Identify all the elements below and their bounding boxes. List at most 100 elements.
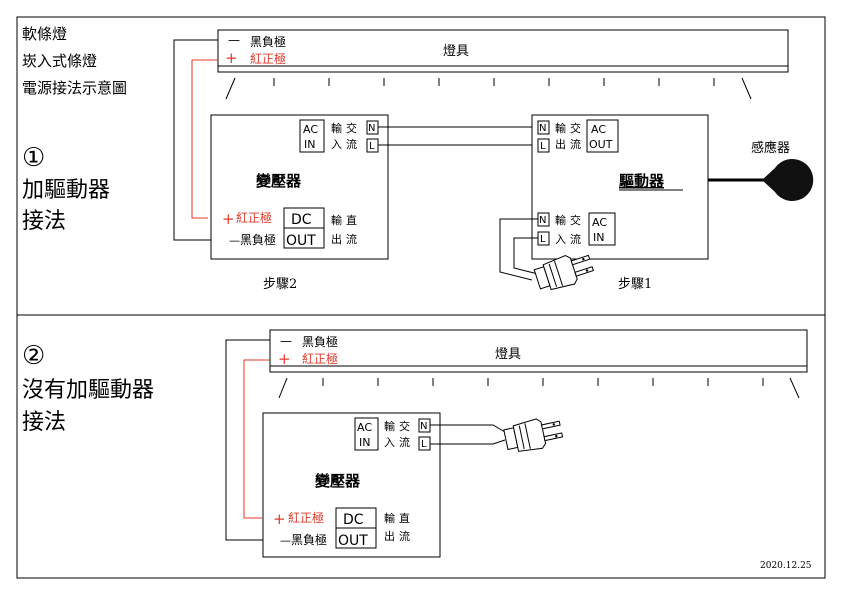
t2-ru: 入: [384, 436, 395, 449]
d-l-top: L: [540, 141, 546, 152]
t2-ac: AC: [357, 421, 372, 434]
section1-line-1: 加驅動器: [22, 178, 110, 203]
plug-wire-n-2: [430, 424, 506, 433]
t1-minus: —: [229, 234, 240, 247]
lamp-strip-2: [269, 329, 808, 399]
t1-jiao: 交: [346, 121, 357, 135]
t2-minus: —: [280, 534, 291, 547]
d-shu2: 輸: [555, 213, 566, 227]
plug-icon-2: [503, 418, 564, 452]
lamp2-pos-label: 紅正極: [302, 351, 338, 366]
d-jiao2: 交: [570, 213, 581, 227]
lamp1-neg-label: 黑負極: [250, 34, 286, 49]
step1-label: 步驟1: [618, 277, 652, 292]
section2-number: ②: [22, 341, 45, 371]
t2-l: L: [421, 439, 427, 450]
t1-liu: 流: [346, 137, 357, 151]
driver-label: 驅動器: [619, 172, 665, 190]
d-in: IN: [593, 231, 604, 244]
title-line-3: 電源接法示意圖: [22, 79, 127, 97]
title-line-1: 軟條燈: [22, 25, 67, 43]
d-n-bottom: N: [539, 215, 546, 226]
t2-shu2: 輸: [384, 511, 395, 525]
section2-line-2: 接法: [22, 410, 66, 435]
lamp1-pos-label: 紅正極: [250, 51, 286, 66]
step2-label: 步驟2: [263, 277, 297, 292]
pos-wire-2: [243, 359, 270, 519]
d-out: OUT: [589, 138, 613, 151]
neg-wire-2: [225, 339, 278, 541]
lamp-strip-1: [217, 29, 789, 100]
lamp1-minus: —: [228, 33, 240, 47]
section2-line-1: 沒有加驅動器: [22, 378, 154, 403]
t1-in: IN: [304, 138, 315, 151]
section1-number: ①: [22, 143, 45, 173]
d-ac2: AC: [592, 216, 607, 229]
d-out-l-terminal: [537, 138, 550, 153]
t2-in: IN: [359, 436, 370, 449]
transformer-1-label: 變壓器: [255, 172, 302, 190]
transformer-2: [262, 412, 441, 558]
lamp2-neg-label: 黑負極: [302, 334, 338, 349]
plug-icon-1: [533, 254, 594, 291]
pos-wire-1: [191, 59, 218, 219]
t2-zhi: 直: [399, 511, 410, 525]
t1-ac: AC: [303, 123, 318, 136]
t2-out: OUT: [338, 533, 368, 549]
t2-shu: 輸: [384, 419, 395, 433]
t1-zhi: 直: [346, 213, 357, 227]
sensor-label: 感應器: [751, 140, 790, 156]
d-shu: 輸: [555, 121, 566, 135]
d-jiao: 交: [570, 121, 581, 135]
lamp2-minus: —: [280, 334, 292, 348]
d-ac-in-box: [588, 212, 616, 246]
plug-wire-l-2: [430, 439, 506, 445]
d-n-top: N: [539, 123, 546, 134]
t1-shu: 輸: [331, 121, 342, 135]
neg-wire-1: [173, 39, 226, 241]
date-label: 2020.12.25: [760, 561, 812, 571]
t2-pos-label: 紅正極: [288, 510, 324, 525]
t1-l: L: [369, 141, 375, 152]
t2-liu: 流: [399, 435, 410, 449]
sensor-icon: [762, 159, 814, 201]
driver-box: [531, 114, 709, 260]
lamp-label-1: 燈具: [443, 44, 469, 59]
d-ac-out-box: [586, 119, 619, 153]
d-liu: 流: [570, 137, 581, 151]
d-ac: AC: [591, 123, 606, 136]
t2-liu2: 流: [399, 529, 410, 543]
d-ru: 入: [555, 233, 566, 246]
t2-dc: DC: [343, 512, 364, 528]
t1-n: N: [368, 123, 375, 134]
t1-liu2: 流: [346, 232, 357, 246]
d-chu: 出: [555, 137, 566, 151]
plug-wire-n-1: [499, 218, 538, 281]
t2-neg-label: 黑負極: [291, 532, 327, 547]
t1-ac-in-box: [299, 119, 325, 153]
t1-ru: 入: [331, 138, 342, 151]
lamp1-plus: +: [225, 49, 238, 67]
t1-dc: DC: [291, 212, 312, 228]
d-liu2: 流: [570, 232, 581, 246]
t2-jiao: 交: [399, 419, 410, 433]
d-out-n-terminal: [537, 120, 550, 135]
t1-out: OUT: [286, 233, 316, 249]
t1-chu: 出: [331, 232, 342, 246]
t2-chu: 出: [384, 529, 395, 543]
lamp-label-2: 燈具: [495, 347, 521, 362]
t2-plus: +: [273, 510, 286, 528]
plug-wire-l-1: [513, 237, 539, 275]
lamp2-plus: +: [278, 350, 291, 368]
t1-shu2: 輸: [331, 213, 342, 227]
t1-plus: +: [222, 210, 235, 228]
t1-pos-label: 紅正極: [236, 210, 272, 225]
title-line-2: 崁入式條燈: [22, 52, 97, 70]
t2-n: N: [420, 421, 427, 432]
section1-line-2: 接法: [22, 209, 66, 234]
transformer-2-label: 變壓器: [314, 472, 361, 490]
d-l-bottom: L: [540, 234, 546, 245]
section2-frame: [16, 314, 826, 579]
t1-neg-label: 黑負極: [240, 232, 276, 247]
